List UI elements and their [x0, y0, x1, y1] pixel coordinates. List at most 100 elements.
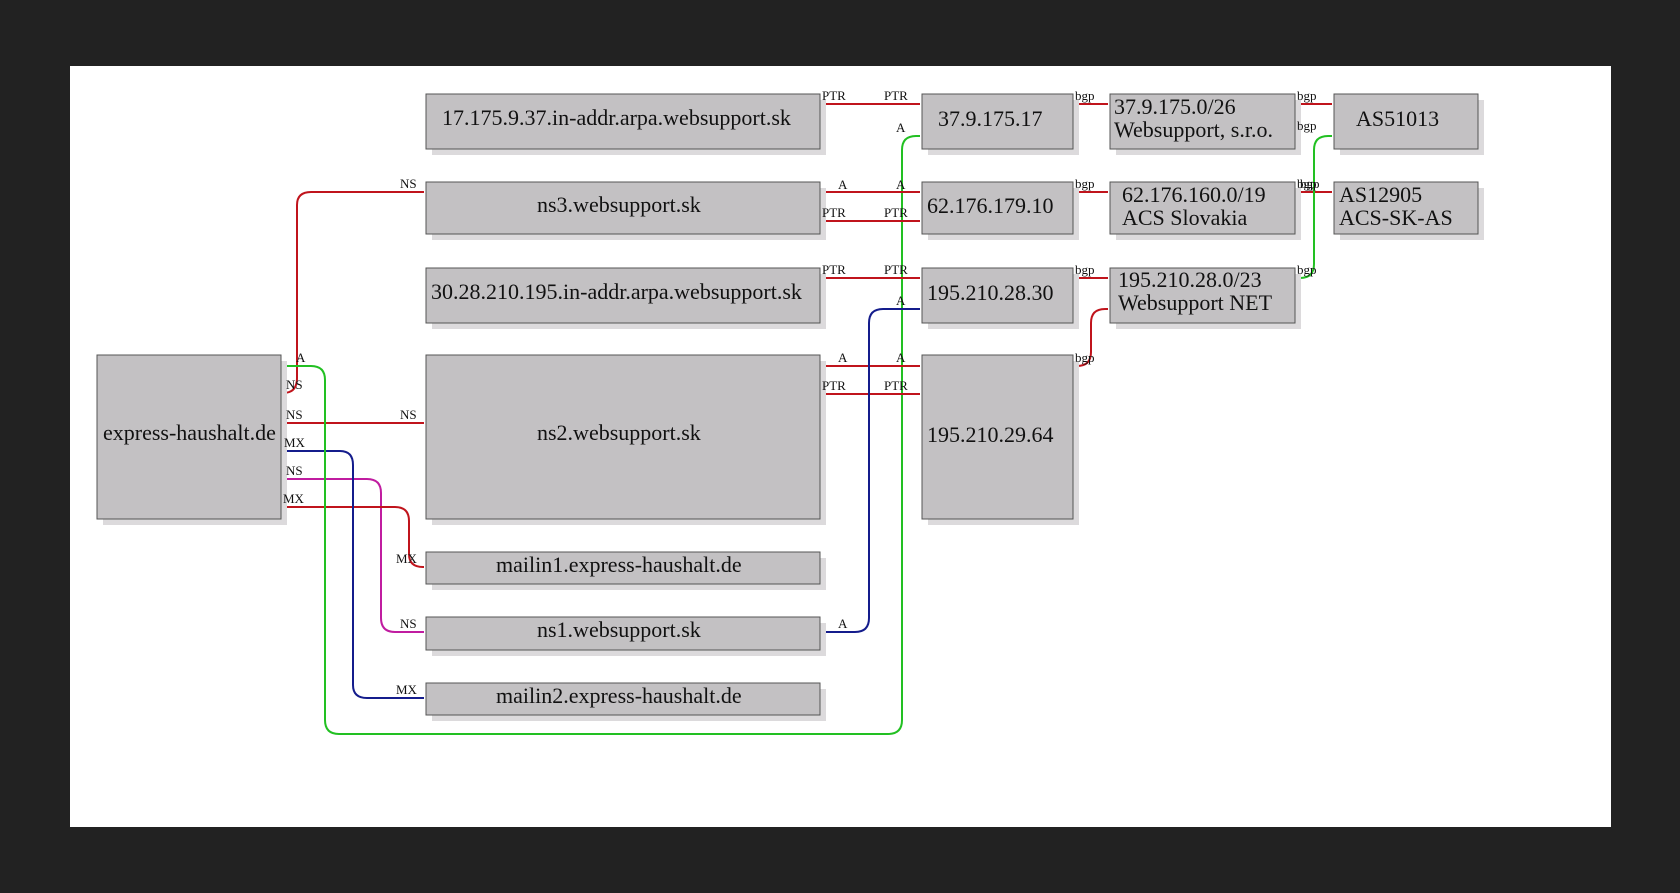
- node-box: [921, 267, 1074, 324]
- e-ns1-a-label: A: [896, 293, 906, 308]
- node-label: ACS Slovakia: [1122, 205, 1248, 230]
- e-ns2-a-label: A: [896, 350, 906, 365]
- node-label: ns2.websupport.sk: [537, 420, 701, 445]
- node-label: 17.175.9.37.in-addr.arpa.websupport.sk: [442, 105, 791, 130]
- e-ptr195-label: PTR: [884, 262, 908, 277]
- node-label: 62.176.179.10: [927, 193, 1054, 218]
- node-box: [425, 682, 821, 716]
- e-ns2-a-label: A: [838, 350, 848, 365]
- n-domain-node[interactable]: express-haushalt.de: [96, 354, 287, 525]
- n-ip62-node[interactable]: 62.176.179.10: [921, 181, 1079, 240]
- e-bgp195-64-label: bgp: [1075, 350, 1095, 365]
- node-box: [425, 551, 821, 585]
- node-label: 195.210.29.64: [927, 422, 1054, 447]
- n-ip195-64-node[interactable]: 195.210.29.64: [921, 354, 1079, 525]
- e-mx1-label: MX: [396, 551, 418, 566]
- e-as195-label: bgp: [1297, 118, 1317, 133]
- e-mx1-edge: [283, 506, 424, 568]
- e-bgp62-label: bgp: [1075, 176, 1095, 191]
- e-a-domain-label: A: [296, 350, 306, 365]
- e-a-domain-label: A: [896, 120, 906, 135]
- n-ip195-30-node[interactable]: 195.210.28.30: [921, 267, 1079, 329]
- node-label: ns1.websupport.sk: [537, 617, 701, 642]
- n-ptr37-node[interactable]: 17.175.9.37.in-addr.arpa.websupport.sk: [425, 93, 826, 155]
- node-label: 195.210.28.0/23: [1118, 267, 1262, 292]
- e-as62-label: bgp: [1300, 176, 1320, 191]
- e-ns1-label: NS: [400, 616, 417, 631]
- graph-svg: express-haushalt.de 17.175.9.37.in-addr.a…: [96, 88, 1484, 735]
- node-box: [425, 181, 821, 235]
- node-label: ns3.websupport.sk: [537, 192, 701, 217]
- node-label: 30.28.210.195.in-addr.arpa.websupport.sk: [431, 279, 802, 304]
- e-mx1-label: MX: [283, 491, 305, 506]
- node-box: [1109, 267, 1296, 324]
- edges-layer: [282, 103, 1332, 735]
- node-box: [425, 354, 821, 520]
- node-box: [1333, 181, 1479, 235]
- e-ns3-edge: [282, 191, 424, 394]
- node-label: AS12905: [1339, 182, 1422, 207]
- node-label: 37.9.175.17: [938, 106, 1043, 131]
- node-box: [1333, 93, 1479, 150]
- e-ns3-label: NS: [286, 377, 303, 392]
- e-ns2-ptr-label: PTR: [884, 378, 908, 393]
- edge-labels-layer: NS NS NS NS NS NS MX MX MX MX A A PTR PTR A A PTR PTR PTR P…: [283, 88, 1320, 697]
- e-ns3-a-label: A: [838, 177, 848, 192]
- node-label: Websupport NET: [1118, 290, 1273, 315]
- node-box: [921, 93, 1074, 150]
- e-as195-label: bgp: [1297, 262, 1317, 277]
- e-bgp195-30-label: bgp: [1075, 262, 1095, 277]
- node-box: [96, 354, 282, 520]
- e-ns1-label: NS: [286, 463, 303, 478]
- e-ptr37-label: PTR: [884, 88, 908, 103]
- e-ns3-ptr-label: PTR: [884, 205, 908, 220]
- n-ip37-node[interactable]: 37.9.175.17: [921, 93, 1079, 155]
- e-ns1-a-edge: [822, 308, 920, 633]
- node-box: [425, 267, 821, 324]
- e-ns2-label: NS: [286, 407, 303, 422]
- n-ptr195-node[interactable]: 30.28.210.195.in-addr.arpa.websupport.sk: [425, 267, 826, 329]
- node-box: [425, 616, 821, 651]
- node-box: [425, 93, 821, 150]
- node-box: [1109, 93, 1296, 150]
- nodes-layer: express-haushalt.de 17.175.9.37.in-addr.a…: [96, 93, 1484, 721]
- e-mx2-label: MX: [396, 682, 418, 697]
- e-ns2-ptr-label: PTR: [822, 378, 846, 393]
- e-ns2-label: NS: [400, 407, 417, 422]
- e-ns3-ptr-label: PTR: [822, 205, 846, 220]
- e-ptr195-label: PTR: [822, 262, 846, 277]
- n-mailin2-node[interactable]: mailin2.express-haushalt.de: [425, 682, 826, 721]
- node-box: [921, 181, 1074, 235]
- n-as51013-node[interactable]: AS51013: [1333, 93, 1484, 155]
- node-label: mailin2.express-haushalt.de: [496, 683, 742, 708]
- n-ns1-node[interactable]: ns1.websupport.sk: [425, 616, 826, 656]
- n-ns3-node[interactable]: ns3.websupport.sk: [425, 181, 826, 240]
- e-bgp37-label: bgp: [1075, 88, 1095, 103]
- node-label: express-haushalt.de: [103, 420, 276, 445]
- e-as62-label: bgp: [1297, 176, 1317, 191]
- node-label: 195.210.28.30: [927, 280, 1054, 305]
- e-ptr37-label: PTR: [822, 88, 846, 103]
- e-ns1-a-label: A: [838, 616, 848, 631]
- node-box: [921, 354, 1074, 520]
- diagram-canvas: express-haushalt.de 17.175.9.37.in-addr.a…: [70, 66, 1611, 827]
- n-ns2-node[interactable]: ns2.websupport.sk: [425, 354, 826, 525]
- e-a-domain-edge: [283, 135, 920, 735]
- e-ns1-edge: [283, 478, 424, 633]
- node-label: AS51013: [1356, 106, 1439, 131]
- e-mx2-edge: [283, 450, 424, 699]
- e-mx2-label: MX: [284, 435, 306, 450]
- e-ns3-a-label: A: [896, 177, 906, 192]
- e-as37-label: bgp: [1297, 88, 1317, 103]
- node-box: [1109, 181, 1296, 235]
- e-ns3-label: NS: [400, 176, 417, 191]
- n-mailin1-node[interactable]: mailin1.express-haushalt.de: [425, 551, 826, 590]
- e-bgp195-64-edge: [1075, 308, 1108, 367]
- node-label: 62.176.160.0/19: [1122, 182, 1266, 207]
- node-label: Websupport, s.r.o.: [1114, 117, 1273, 142]
- node-label: mailin1.express-haushalt.de: [496, 552, 742, 577]
